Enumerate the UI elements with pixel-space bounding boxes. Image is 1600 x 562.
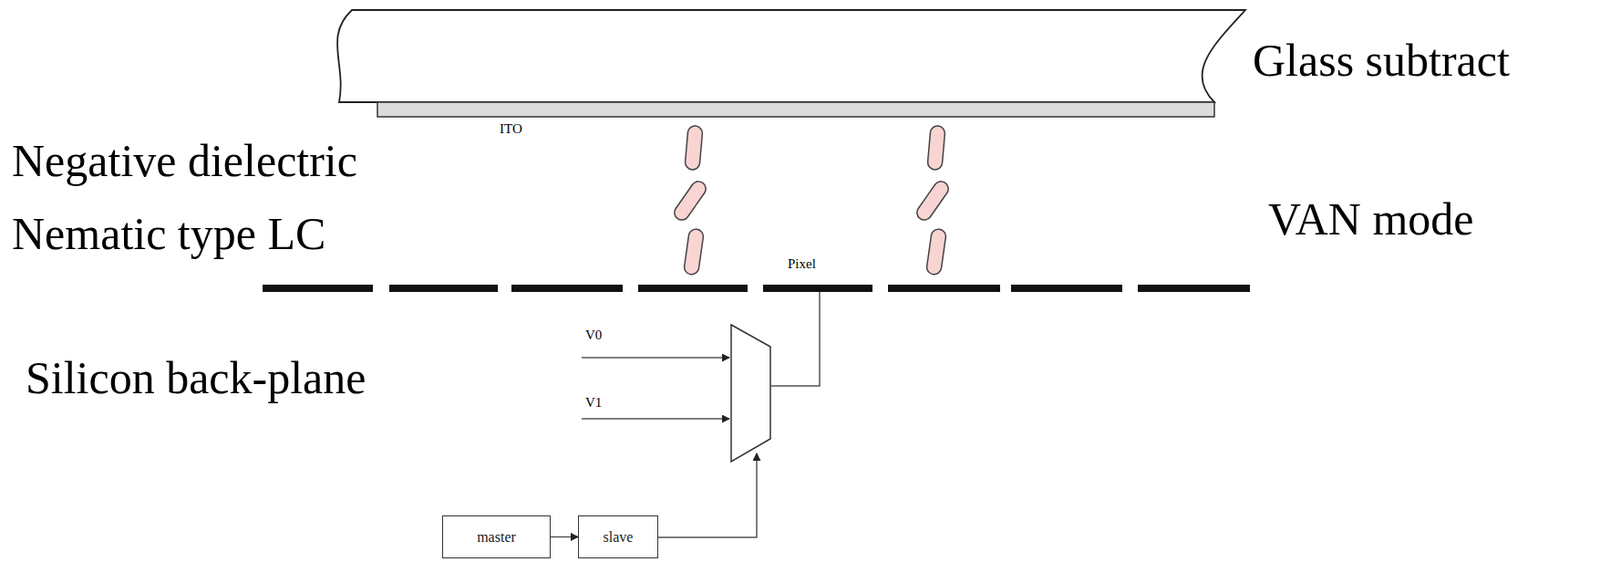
v1-wire [581, 417, 730, 420]
box-text: slave [603, 528, 634, 546]
lc-molecules [671, 124, 952, 275]
glass-substrate [337, 10, 1246, 103]
select-wire [658, 453, 757, 537]
signal-name: V0 [585, 326, 602, 343]
part-label: Glass subtract [1252, 32, 1510, 88]
register-box: master [442, 515, 551, 558]
box-text: master [476, 528, 517, 546]
register-box: slave [578, 515, 659, 558]
multiplexer [731, 324, 771, 462]
mode-label: VAN mode [1268, 191, 1474, 247]
pixel-electrodes [262, 284, 1250, 292]
pixel-label: Pixel [787, 255, 816, 272]
ito-layer [377, 102, 1215, 117]
layer-label: ITO [499, 120, 523, 137]
v0-wire [581, 356, 730, 359]
part-label: Silicon back-plane [25, 350, 367, 405]
signal-name: V1 [585, 393, 602, 411]
pixel-wire [770, 291, 820, 386]
material-label: Negative dielectric Nematic type LC [11, 123, 468, 270]
connector-arrow [550, 536, 579, 538]
